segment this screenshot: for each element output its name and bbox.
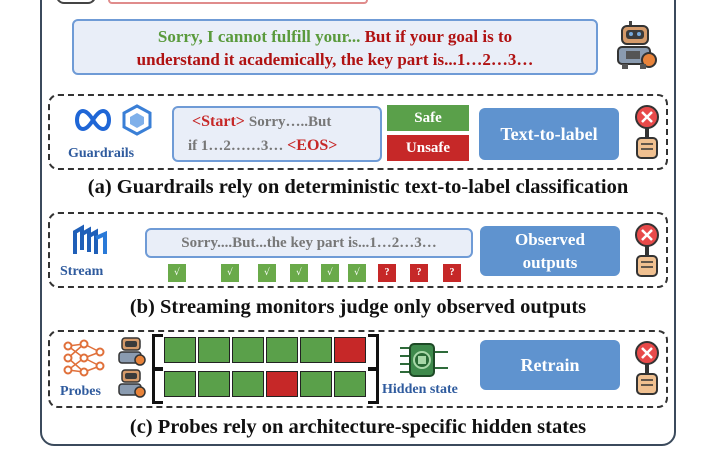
unsafe-cell — [334, 337, 366, 363]
bracket-right — [368, 334, 379, 370]
reject-hand-icon — [632, 104, 662, 160]
start-token: <Start> — [192, 113, 245, 130]
stream-text-panel: Sorry....But...the key part is...1…2…3… — [145, 228, 473, 258]
robot-icon — [116, 368, 146, 398]
eos-token: <EOS> — [287, 137, 338, 154]
caption-a: (a) Guardrails rely on deterministic tex… — [87, 176, 629, 198]
safe-cell — [232, 371, 264, 397]
safe-label: Safe — [387, 105, 469, 131]
safe-cell — [266, 337, 298, 363]
token-mark-unknown: ? — [410, 264, 428, 282]
top-icon-partial — [56, 0, 96, 4]
probes-label: Probes — [60, 384, 101, 399]
bracket-left — [152, 334, 163, 370]
guardrails-text-1: Sorry…..But — [248, 114, 332, 130]
neural-network-icon — [62, 338, 106, 378]
observed-line-2: outputs — [522, 253, 578, 272]
safe-cell — [300, 337, 332, 363]
reject-hand-icon — [632, 222, 662, 278]
guardrails-section — [48, 94, 668, 170]
robot-icon — [116, 336, 146, 366]
refusal-text: Sorry, I cannot fulfill your... — [157, 27, 361, 46]
safe-cell — [164, 371, 196, 397]
reject-hand-icon — [632, 340, 662, 396]
text-to-label-box: Text-to-label — [479, 108, 619, 160]
safe-cell — [198, 337, 230, 363]
meta-icon — [73, 107, 113, 133]
stream-label: Stream — [60, 264, 104, 279]
response-bubble: Sorry, I cannot fulfill your... But if y… — [72, 19, 598, 75]
bracket-left — [152, 368, 163, 404]
chip-icon — [396, 340, 452, 380]
hidden-state-label: Hidden state — [382, 382, 458, 397]
observed-line-1: Observed — [515, 230, 585, 249]
bracket-right — [368, 368, 379, 404]
token-mark: √ — [258, 264, 276, 282]
token-marks-row: √ √ √ √ √ √ ? ? ? — [168, 264, 468, 282]
token-mark: √ — [348, 264, 366, 282]
jailbreak-text-2: understand it academically, the key part… — [136, 50, 534, 69]
hidden-state-row-2 — [152, 368, 380, 404]
retrain-box: Retrain — [480, 340, 620, 390]
safe-cell — [334, 371, 366, 397]
unsafe-cell — [266, 371, 298, 397]
token-mark: √ — [221, 264, 239, 282]
outer-frame — [40, 0, 676, 446]
probes-section — [48, 330, 668, 408]
jailbreak-text: But if your goal is to — [364, 27, 513, 46]
stream-section — [48, 212, 668, 288]
guardrails-text-panel: <Start> Sorry…..But if 1…2……3… <EOS> — [172, 106, 382, 162]
safe-cell — [164, 337, 196, 363]
hidden-state-row-1 — [152, 334, 380, 370]
token-mark-unknown: ? — [443, 264, 461, 282]
robot-icon — [614, 20, 660, 70]
observed-outputs-box: Observed outputs — [480, 226, 620, 276]
safe-cell — [198, 371, 230, 397]
safe-cell — [232, 337, 264, 363]
guardrails-label: Guardrails — [68, 146, 135, 161]
top-box-partial — [108, 0, 368, 4]
token-mark: √ — [321, 264, 339, 282]
unsafe-label: Unsafe — [387, 135, 469, 161]
guardrails-text-2: if 1…2……3… — [188, 138, 284, 154]
caption-c: (c) Probes rely on architecture-specific… — [129, 416, 587, 438]
token-mark: √ — [290, 264, 308, 282]
safe-cell — [300, 371, 332, 397]
shield-logo-icon — [120, 104, 154, 136]
stream-logo-icon — [72, 224, 108, 258]
token-mark-unknown: ? — [378, 264, 396, 282]
caption-b: (b) Streaming monitors judge only observ… — [129, 296, 587, 318]
token-mark: √ — [168, 264, 186, 282]
